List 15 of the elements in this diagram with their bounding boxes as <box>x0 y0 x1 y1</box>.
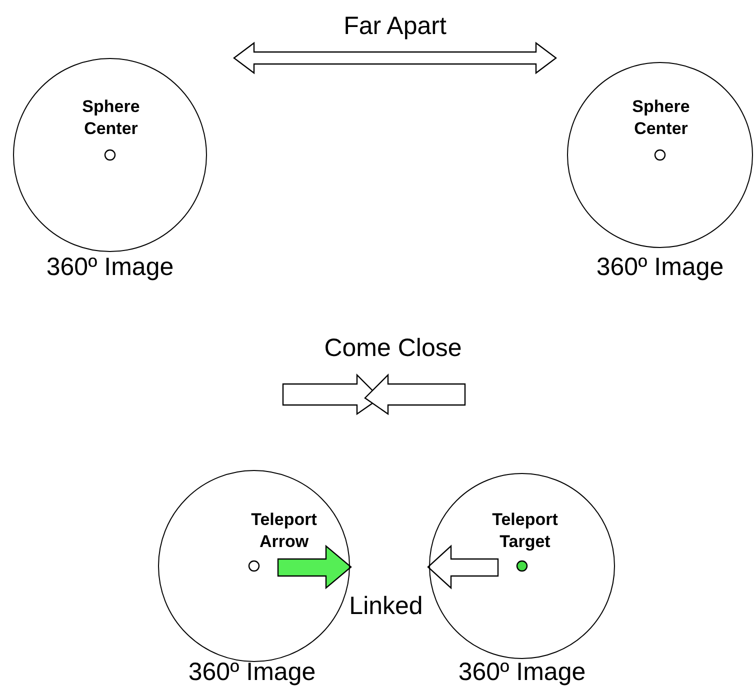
node-label: 360º Image <box>188 658 316 686</box>
sphere-circle <box>13 58 207 252</box>
node-label: Sphere Center <box>631 96 691 140</box>
node-label: Teleport Target <box>491 509 559 553</box>
text-label: Linked <box>349 592 423 621</box>
text-label: Far Apart <box>344 12 446 41</box>
node-label: 360º Image <box>458 658 586 686</box>
node-label: 360º Image <box>596 253 724 282</box>
node-label: Sphere Center <box>81 96 141 140</box>
node-label: Teleport Arrow <box>250 509 318 553</box>
sphere-circle <box>567 62 753 248</box>
text-label: Come Close <box>324 334 462 363</box>
sphere-circle <box>158 470 350 662</box>
node-label: 360º Image <box>46 253 174 282</box>
sphere-circle <box>429 473 615 659</box>
